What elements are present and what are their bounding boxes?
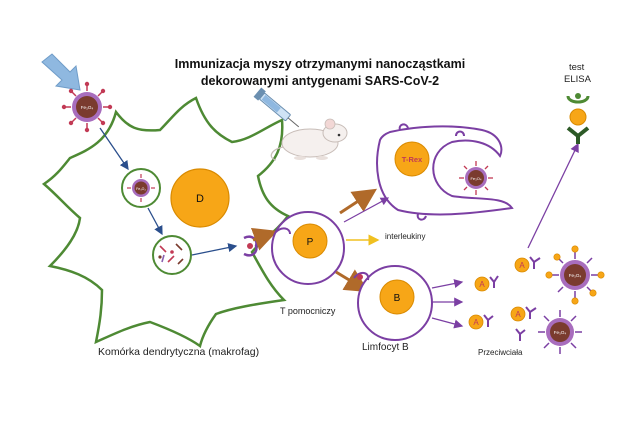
nanoparticle-entering [61, 81, 113, 133]
arrow-to-elisa [527, 142, 579, 249]
injection-arrow-icon [41, 53, 81, 91]
treg-cell [376, 125, 514, 216]
arrow-t-to-treg-thin [343, 197, 390, 223]
b-cell-output-arrows [431, 279, 464, 329]
interleukins-label: interleukiny [385, 232, 426, 241]
particle-label-treg: Fe₃O₄ [470, 176, 481, 181]
treg-nucleus [394, 141, 430, 177]
arrow-lysosome-to-surface [191, 243, 238, 256]
b-cell-nucleus-letter: B [394, 293, 401, 304]
t-helper-cell [271, 211, 345, 285]
title-line-2: dekorowanymi antygenami SARS-CoV-2 [200, 74, 440, 88]
treg-label: T-Rex [402, 155, 423, 164]
dendritic-cell [41, 96, 290, 349]
svg-text:A: A [519, 261, 525, 270]
antigen-particle-2 [538, 310, 582, 354]
arrow-t-to-b [335, 269, 370, 293]
b-cell [353, 265, 433, 341]
svg-text:A: A [473, 318, 479, 327]
particle-label-entering: Fe₃O₄ [81, 105, 94, 110]
mouse-icon [270, 118, 348, 161]
syringe-icon [253, 87, 300, 128]
antibody-glyphs [483, 256, 541, 341]
treg-engulfed-particle [459, 161, 493, 195]
particle-label-right-1: Fe₃O₄ [569, 273, 582, 278]
t-cell-nucleus-letter: P [307, 237, 314, 248]
antibody-antigen-a2: A [514, 257, 530, 273]
phagosome-with-particle [121, 168, 161, 208]
treg-receptors [398, 123, 465, 221]
antigen-particle-1 [545, 245, 605, 305]
arrow-t-to-treg [339, 188, 378, 215]
elisa-well-icon [566, 93, 590, 144]
dendritic-nucleus-letter: D [196, 193, 204, 205]
svg-text:A: A [479, 280, 485, 289]
antibodies-label: Przeciwciała [478, 348, 523, 357]
dendritic-cell-label: Komórka dendrytyczna (makrofag) [98, 346, 260, 358]
particle-label-right-2: Fe₃O₄ [554, 330, 567, 335]
antibody-antigen-a3: A [468, 314, 484, 330]
arrow-dendritic-to-t [250, 227, 278, 251]
t-helper-label: T pomocniczy [280, 306, 336, 316]
antibody-antigen-a4: A [510, 306, 526, 322]
elisa-name-label: ELISA [564, 74, 591, 85]
b-cell-label: Limfocyt B [362, 342, 409, 353]
title-line-1: Immunizacja myszy otrzymanymi nanocząstk… [174, 57, 466, 71]
lysosome-fragments [152, 235, 192, 275]
particle-label-phagosome: Fe₃O₄ [136, 187, 146, 191]
arrow-particle-to-phagosome [99, 127, 129, 171]
arrow-phagosome-to-lysosome [147, 207, 163, 236]
diagram-title: Immunizacja myszy otrzymanymi nanocząstk… [130, 56, 510, 90]
elisa-test-label: test [569, 62, 585, 73]
dendritic-nucleus [170, 168, 230, 228]
svg-text:A: A [515, 310, 521, 319]
antibody-antigen-a1: A [474, 276, 490, 292]
